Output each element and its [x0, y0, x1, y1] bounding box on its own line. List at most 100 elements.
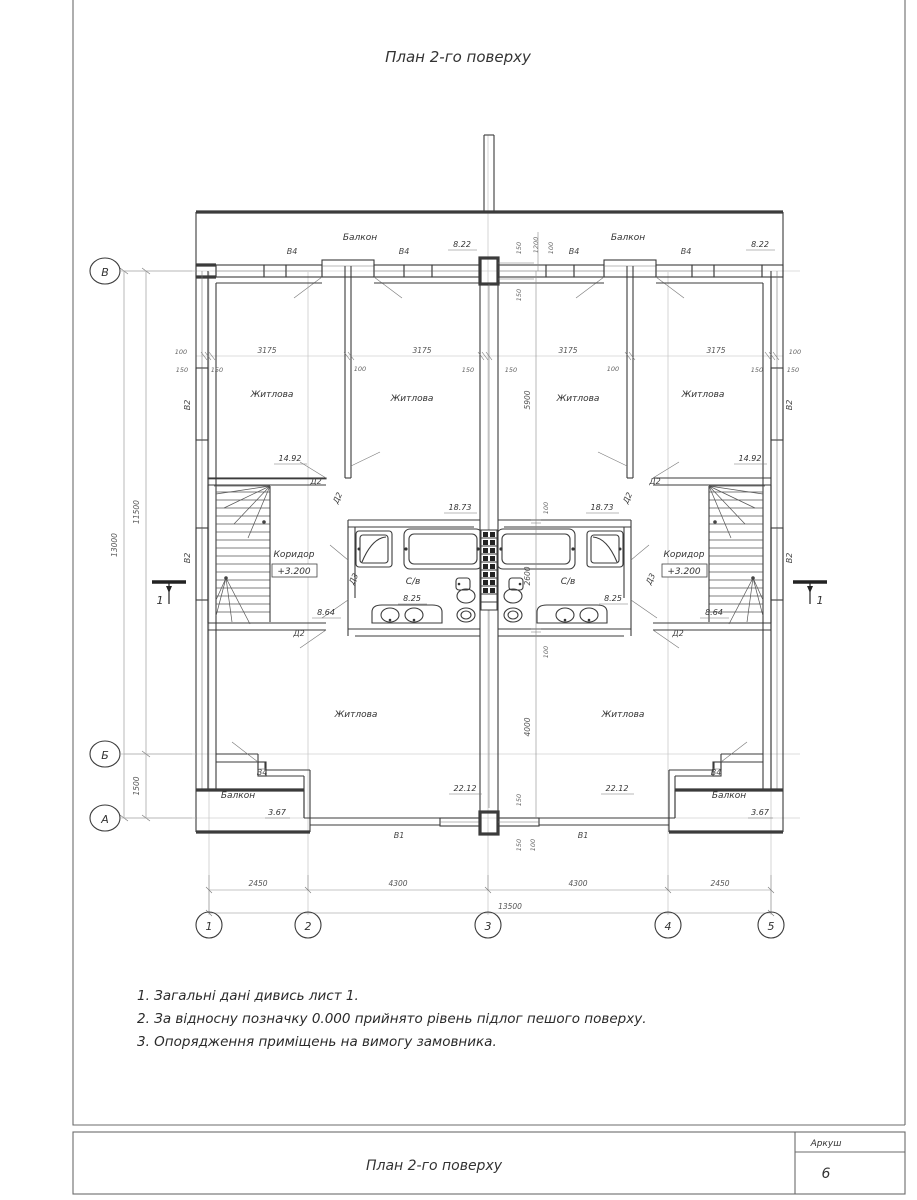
- window-tag-b4-2: В4: [399, 247, 410, 256]
- room-label-balcony-top-right: Балкон: [611, 233, 645, 243]
- dim-100-right: 100: [789, 348, 801, 356]
- window-tag-b2-4: В2: [785, 553, 794, 564]
- title-block: План 2-го поверху Аркуш 6: [72, 0, 906, 1195]
- door-tag-d2-1: Д2: [309, 477, 321, 486]
- dim-3175-4: 3175: [706, 346, 725, 355]
- window-tag-b4-3: В4: [569, 247, 580, 256]
- area-bath-lower-right: 8.25: [604, 594, 622, 603]
- level-mark-left: +3.200: [277, 567, 311, 577]
- window-tag-b1-right: В1: [578, 831, 589, 840]
- window-tag-b4-6: В4: [711, 768, 722, 777]
- note-line-1: 1. Загальні дані дивись лист 1.: [137, 988, 359, 1004]
- room-label-balcony-bottom-right: Балкон: [712, 791, 746, 801]
- area-bath-upper-right: 18.73: [591, 503, 614, 512]
- area-balcony-bottom-left: 3.67: [268, 808, 287, 817]
- dim-bottom-1: 4300: [388, 879, 407, 888]
- room-label-balcony-top-left: Балкон: [343, 233, 377, 243]
- room-label-living-bottom-left: Житлова: [334, 710, 378, 720]
- dim-3175-2: 3175: [412, 346, 431, 355]
- horizontal-axis-bubbles: 1 2 3 4 5: [195, 911, 785, 939]
- title-block-sheet-label: Аркуш: [810, 1139, 842, 1149]
- opening-tags: В4 В4 В4 В4 В2 В2 В2 В2 В4 В4 В1 В1 Д2 Д…: [183, 247, 794, 840]
- area-corridor-left: 8.64: [317, 608, 335, 617]
- note-line-2: 2. За відносну позначку 0.000 прийнято р…: [137, 1011, 646, 1027]
- dim-bottom-0: 2450: [248, 879, 267, 888]
- room-label-living-3: Житлова: [556, 394, 600, 404]
- room-label-living-2: Житлова: [390, 394, 434, 404]
- section-markers: 1 1: [152, 580, 827, 607]
- dim-2600: 2600: [523, 566, 532, 585]
- dim-150-top-a: 150: [515, 242, 523, 254]
- dim-100-mid-right: 100: [607, 365, 619, 373]
- door-swings: [299, 461, 680, 649]
- level-marks: +3.200 +3.200: [271, 563, 708, 578]
- dim-100-top: 100: [547, 242, 555, 254]
- left-bathroom: [347, 519, 483, 637]
- bottom-walls-balconies: [195, 741, 784, 836]
- dim-150-bot-b: 150: [515, 839, 523, 851]
- room-label-corridor-left: Коридор: [274, 550, 315, 560]
- bottom-dimension-chain: 2450 4300 4300 2450 13500: [205, 875, 775, 917]
- axis-bubble-h-3: 4: [665, 920, 672, 933]
- dim-100-mid-left: 100: [354, 365, 366, 373]
- area-balcony-top-left: 8.22: [453, 240, 471, 249]
- dim-150-left-a: 150: [176, 366, 188, 374]
- dim-150-bot-a: 150: [515, 794, 523, 806]
- room-label-living-bottom-right: Житлова: [601, 710, 645, 720]
- left-staircase: [207, 477, 327, 631]
- room-label-balcony-bottom-left: Балкон: [221, 791, 255, 801]
- right-bathroom: [496, 519, 632, 637]
- area-bath-lower-left: 8.25: [403, 594, 421, 603]
- dim-1500: 1500: [132, 776, 141, 795]
- dim-150-center-a: 150: [462, 366, 474, 374]
- area-balcony-top-right: 8.22: [751, 240, 769, 249]
- area-living-bottom-left: 22.12: [454, 784, 477, 793]
- room-labels: Балкон Балкон Житлова Житлова Житлова Жи…: [221, 233, 746, 801]
- area-corridor-right: 8.64: [705, 608, 723, 617]
- door-tag-d2-6: Д2: [671, 629, 683, 638]
- dim-3175-1: 3175: [257, 346, 276, 355]
- dim-bottom-3: 2450: [710, 879, 729, 888]
- area-labels: 8.22 8.22 14.92 14.92 18.73 18.73 8.25 8…: [265, 240, 775, 819]
- dim-3175-3: 3175: [558, 346, 577, 355]
- window-tag-b4-4: В4: [681, 247, 692, 256]
- note-line-3: 3. Опорядження приміщень на вимогу замов…: [137, 1034, 497, 1050]
- window-tag-b2-1: В2: [183, 400, 192, 411]
- dim-150-left-b: 150: [211, 366, 223, 374]
- area-living-top-left: 14.92: [279, 454, 302, 463]
- dim-150-center-b: 150: [505, 366, 517, 374]
- level-mark-right: +3.200: [667, 567, 701, 577]
- axis-bubble-v-1: Б: [101, 749, 109, 762]
- window-tag-b2-2: В2: [183, 553, 192, 564]
- wall-dimension-row: 3175 3175 3175 3175 100 150 150 100 150 …: [175, 346, 801, 374]
- room-label-living-4: Житлова: [681, 390, 725, 400]
- room-label-bathroom-left: С/в: [406, 577, 421, 587]
- dim-100-left: 100: [175, 348, 187, 356]
- room-label-bathroom-right: С/в: [561, 577, 576, 587]
- general-notes: 1. Загальні дані дивись лист 1. 2. За ві…: [137, 988, 646, 1050]
- axis-bubble-h-4: 5: [768, 920, 775, 933]
- window-tag-b4-5: В4: [257, 768, 268, 777]
- dim-4000: 4000: [523, 717, 532, 736]
- door-tag-d2-4: Д2: [648, 477, 660, 486]
- axis-bubble-h-0: 1: [206, 920, 213, 933]
- ventilation-shaft: [480, 529, 498, 611]
- title-block-sheet-number: 6: [822, 1166, 831, 1182]
- dim-150-right-a: 150: [751, 366, 763, 374]
- section-marker-left-label: 1: [157, 594, 164, 607]
- page-title: План 2-го поверху: [385, 48, 532, 66]
- axis-bubble-h-1: 2: [305, 920, 312, 933]
- dim-100-v-a: 100: [542, 502, 550, 514]
- dim-11500: 11500: [132, 500, 141, 524]
- area-living-top-right: 14.92: [739, 454, 762, 463]
- dim-100-bot: 100: [529, 839, 537, 851]
- section-marker-right-label: 1: [817, 594, 824, 607]
- dim-bottom-total: 13500: [498, 902, 522, 911]
- room-label-living-1: Житлова: [250, 390, 294, 400]
- dim-1200-top: 1200: [532, 237, 540, 254]
- dim-150-top-b: 150: [515, 289, 523, 301]
- window-tag-b2-3: В2: [785, 400, 794, 411]
- title-block-title: План 2-го поверху: [366, 1158, 503, 1174]
